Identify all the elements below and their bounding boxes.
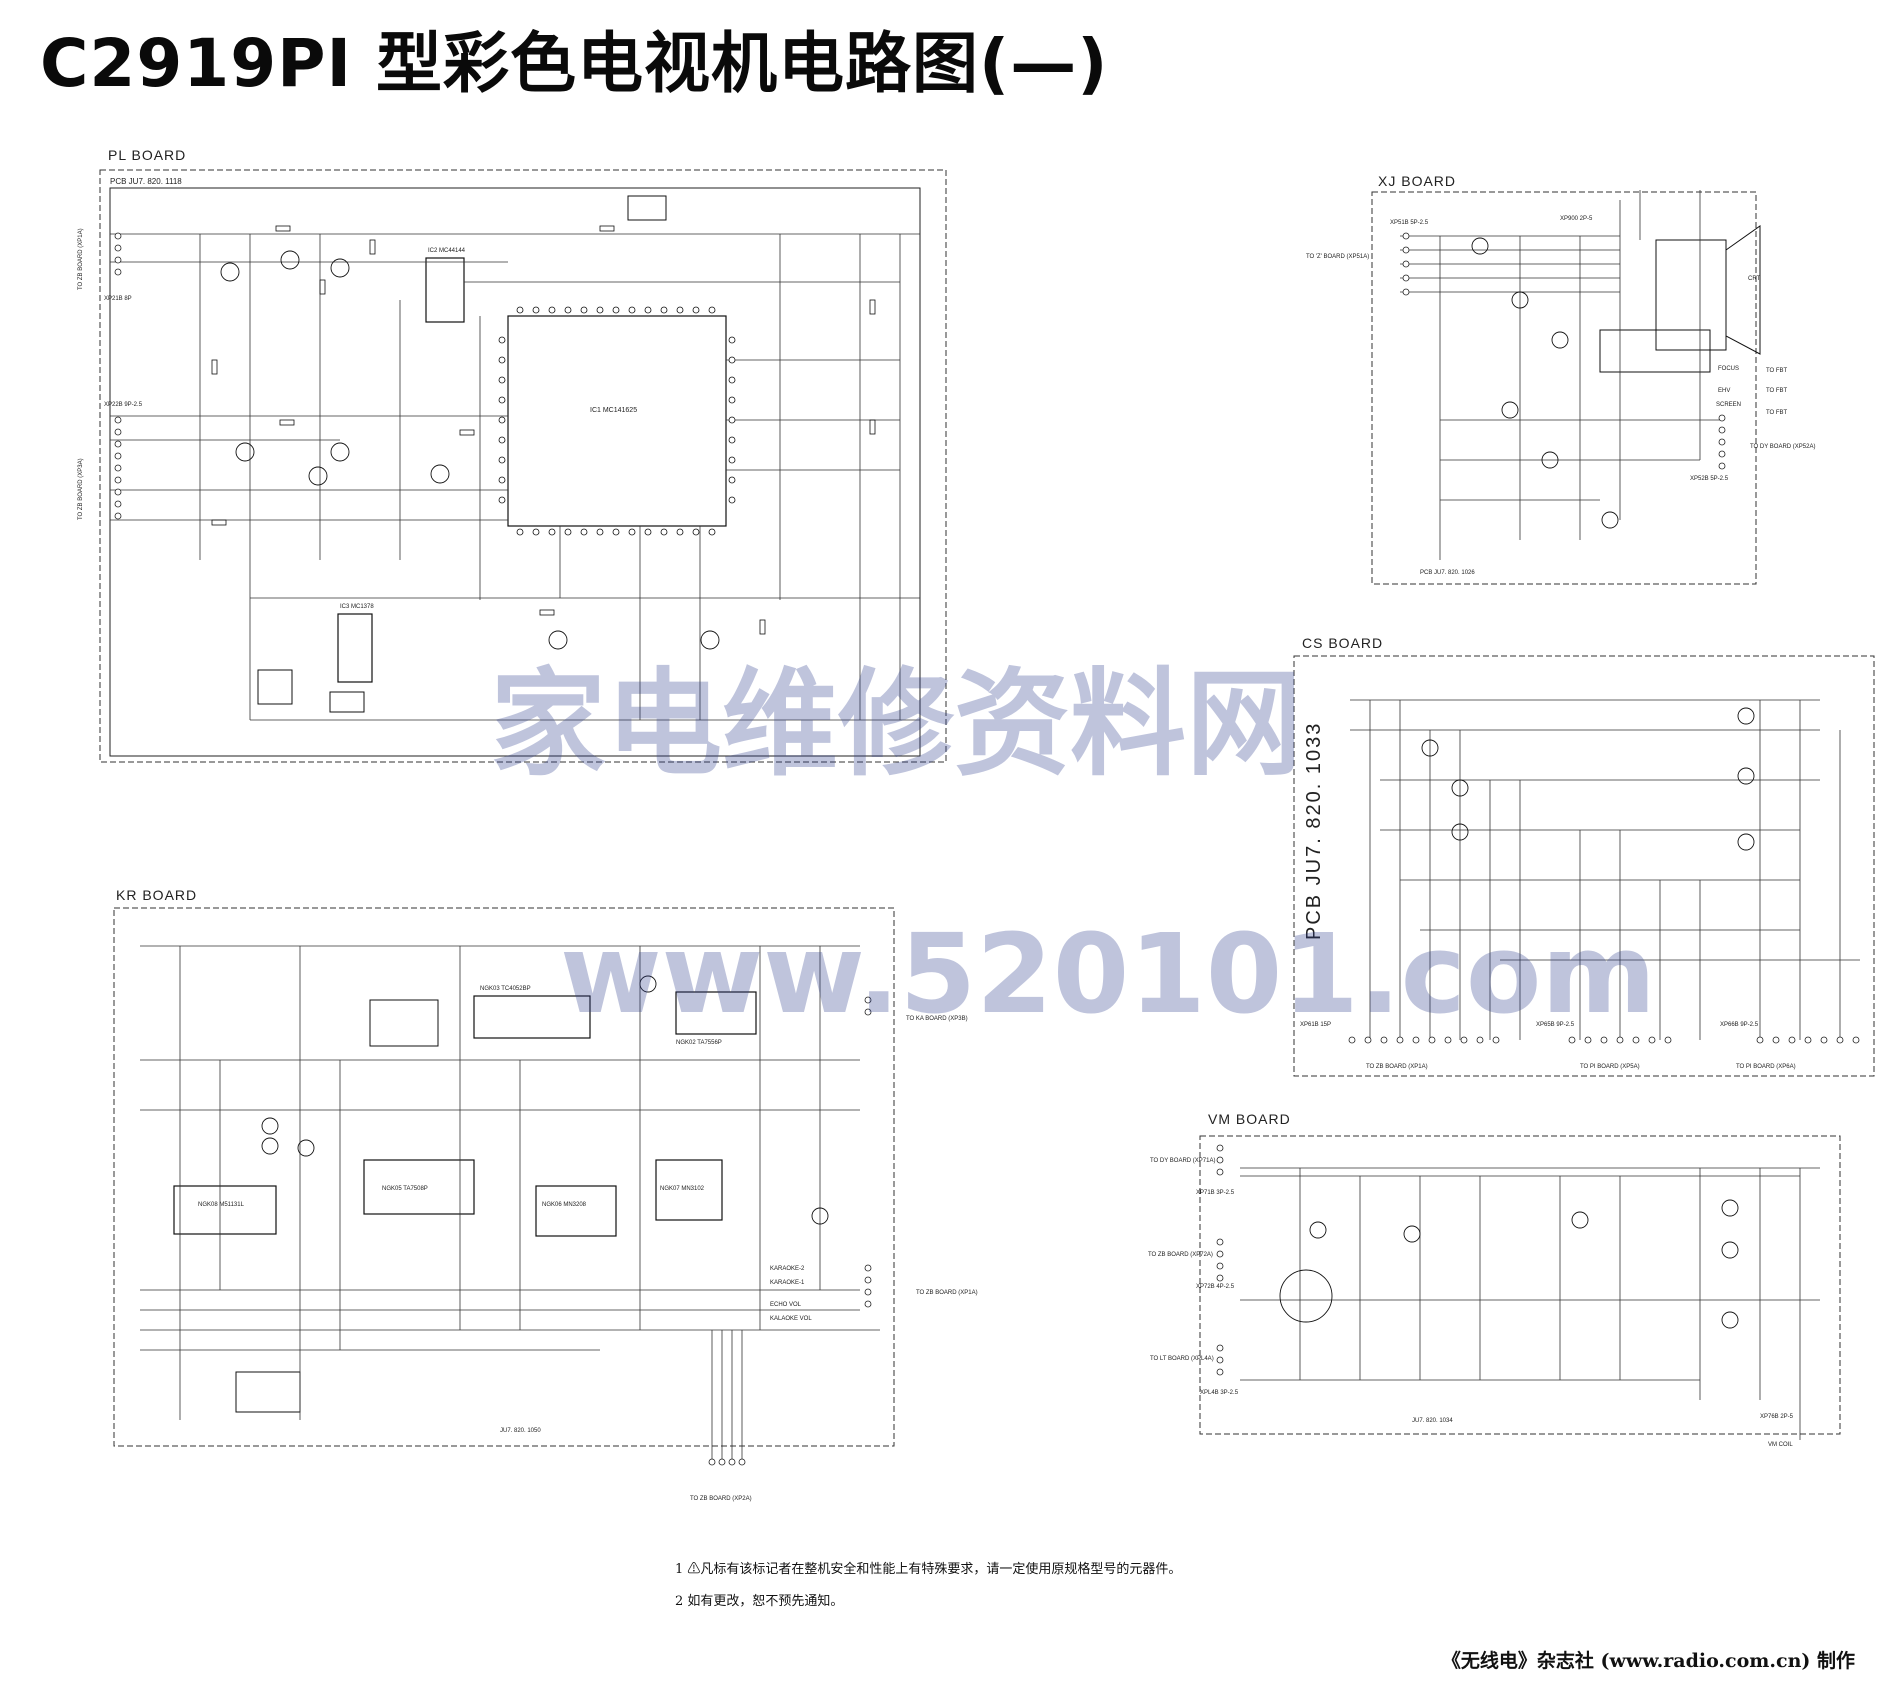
xj-ehv: EHV xyxy=(1718,388,1730,394)
xj-tag-fbt1: TO FBT xyxy=(1766,368,1788,374)
pl-board-label: PL BOARD xyxy=(108,147,186,163)
vm-tag-zb: TO ZB BOARD (XP72A) xyxy=(1148,1252,1213,1258)
page-title: C2919PI 型彩色电视机电路图(—) xyxy=(40,25,1109,102)
xj-conn-3: XP900 2P-5 xyxy=(1560,216,1593,222)
pl-tag-1: TO ZB BOARD (XP1A) xyxy=(78,228,84,290)
kr-tag-kvol: KALAOKE VOL xyxy=(770,1316,812,1322)
kr-chip-4: NGK07 MN3102 xyxy=(660,1186,705,1192)
xj-focus: FOCUS xyxy=(1718,366,1739,372)
vm-board-label: VM BOARD xyxy=(1208,1111,1291,1127)
ic1-label: IC1 MC141625 xyxy=(590,407,637,414)
xj-tag-dy: TO DY BOARD (XP52A) xyxy=(1750,444,1815,450)
xj-screen: SCREEN xyxy=(1716,402,1741,408)
note-1: 1 ⚠凡标有该标记者在整机安全和性能上有特殊要求，请一定使用原规格型号的元器件。 xyxy=(675,1562,1182,1577)
xj-tag-fbt3: TO FBT xyxy=(1766,410,1788,416)
watermark-cn: 家电维修资料网 xyxy=(490,657,1302,792)
vm-conn-4: XP76B 2P-5 xyxy=(1760,1414,1794,1420)
cs-tag-2: TO PI BOARD (XP5A) xyxy=(1580,1064,1640,1070)
xj-crt: CRT xyxy=(1748,276,1761,282)
kr-tag-echo: ECHO VOL xyxy=(770,1302,802,1308)
vm-conn-3: XPL4B 3P-2.5 xyxy=(1200,1390,1239,1396)
kr-tag-k1: KARAOKE-1 xyxy=(770,1280,805,1286)
xj-conn-2: XP52B 5P-2.5 xyxy=(1690,476,1729,482)
pl-conn-2: XP22B 9P-2.5 xyxy=(104,402,143,408)
ic3-chip xyxy=(337,613,373,683)
kr-tag-ka: TO KA BOARD (XP3B) xyxy=(906,1016,968,1022)
cs-tag-1: TO ZB BOARD (XP1A) xyxy=(1366,1064,1428,1070)
watermark-url: www.520101.com xyxy=(560,910,1656,1038)
cs-tag-3: TO PI BOARD (XP6A) xyxy=(1736,1064,1796,1070)
cs-conn-3: XP66B 9P-2.5 xyxy=(1720,1022,1759,1028)
cs-pcb-label: PCB JU7. 820. 1033 xyxy=(1303,722,1325,940)
ic2-chip xyxy=(425,257,465,323)
cs-board-label: CS BOARD xyxy=(1302,635,1383,651)
kr-board-label: KR BOARD xyxy=(116,887,197,903)
xj-conn-1: XP51B 5P-2.5 xyxy=(1390,220,1429,226)
pl-tag-2: TO ZB BOARD (XP3A) xyxy=(78,458,84,520)
kr-tag-zb2: TO ZB BOARD (XP2A) xyxy=(690,1496,752,1502)
kr-chip-1: NGK08 M51131L xyxy=(198,1202,245,1208)
xj-pcb-label: PCB JU7. 820. 1026 xyxy=(1420,570,1475,576)
pl-pcb-label: PCB JU7. 820. 1118 xyxy=(110,177,182,186)
ic1-chip xyxy=(507,315,727,527)
publisher-footer: 《无线电》杂志社 (www.radio.com.cn) 制作 xyxy=(1441,1650,1855,1672)
kr-board: KR BOARD JU7. 820. 1050 NGK08 M51131L NG… xyxy=(113,887,978,1502)
vm-tag-dy: TO DY BOARD (XP71A) xyxy=(1150,1158,1215,1164)
kr-tag-zb1: TO ZB BOARD (XP1A) xyxy=(916,1290,978,1296)
kr-chip-5: NGK02 TA7556P xyxy=(676,1040,722,1046)
kr-chip-2: NGK05 TA7508P xyxy=(382,1186,428,1192)
kr-chip-3: NGK06 MN3208 xyxy=(542,1202,587,1208)
pl-board: PL BOARD PCB JU7. 820. 1118 IC1 MC141625… xyxy=(78,147,947,763)
note-2: 2 如有更改，恕不预先通知。 xyxy=(675,1594,844,1609)
vm-conn-1: XP71B 3P-2.5 xyxy=(1196,1190,1235,1196)
xj-board: XJ BOARD PCB JU7. 820. 1026 TO 'Z' BOARD… xyxy=(1306,173,1815,585)
ic2-label: IC2 MC44144 xyxy=(428,248,466,254)
vm-tag-coil: VM COIL xyxy=(1768,1442,1793,1448)
xj-tag-fbt2: TO FBT xyxy=(1766,388,1788,394)
vm-board: VM BOARD JU7. 820. 1034 TO DY BOARD (XP7… xyxy=(1148,1111,1841,1448)
ic3-label: IC3 MC1378 xyxy=(340,604,374,610)
vm-pcb-label: JU7. 820. 1034 xyxy=(1412,1418,1453,1424)
vm-conn-2: XP72B 4P-2.5 xyxy=(1196,1284,1235,1290)
xj-tag-z: TO 'Z' BOARD (XP51A) xyxy=(1306,254,1369,260)
kr-chip-6: NGK03 TC4052BP xyxy=(480,986,531,992)
cs-conn-1: XP61B 15P xyxy=(1300,1022,1331,1028)
kr-pcb-label: JU7. 820. 1050 xyxy=(500,1428,541,1434)
xj-board-label: XJ BOARD xyxy=(1378,173,1456,189)
pl-conn-1: XP21B 8P xyxy=(104,296,132,302)
kr-tag-k2: KARAOKE-2 xyxy=(770,1266,805,1272)
cs-board: CS BOARD PCB JU7. 820. 1033 TO ZB BOARD … xyxy=(1293,635,1875,1077)
cs-conn-2: XP65B 9P-2.5 xyxy=(1536,1022,1575,1028)
vm-tag-lt: TO LT BOARD (XPL4A) xyxy=(1150,1356,1214,1362)
